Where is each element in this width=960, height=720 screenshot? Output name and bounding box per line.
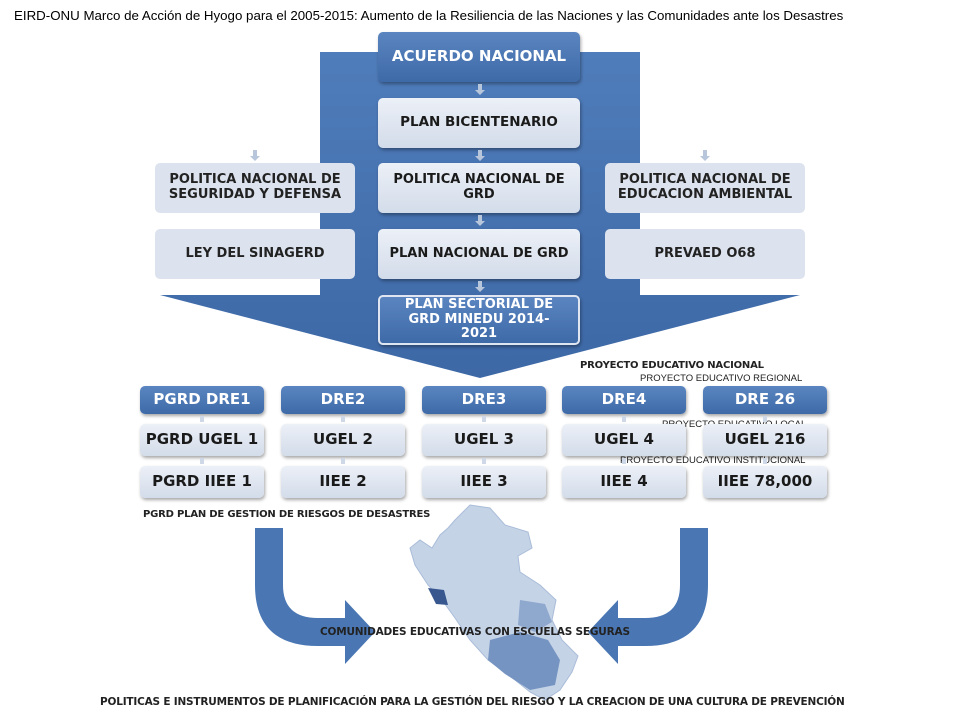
ugel-box-3: UGEL 3 bbox=[422, 424, 546, 456]
center-connector-arrows bbox=[476, 83, 484, 353]
page-title: EIRD-ONU Marco de Acción de Hyogo para e… bbox=[14, 8, 844, 23]
label-pgrd: PGRD PLAN DE GESTION DE RIESGOS DE DESAS… bbox=[143, 509, 431, 520]
iiee-box-1: PGRD IIEE 1 bbox=[140, 466, 264, 498]
peru-map bbox=[409, 504, 579, 701]
dre-box-5: DRE 26 bbox=[703, 386, 827, 414]
acuerdo-nacional-box: ACUERDO NACIONAL bbox=[378, 32, 580, 82]
iiee-box-5: IIEE 78,000 bbox=[703, 466, 827, 498]
ugel-box-4: UGEL 4 bbox=[562, 424, 686, 456]
footer-caption: POLITICAS E INSTRUMENTOS DE PLANIFICACIÓ… bbox=[100, 696, 845, 708]
label-proyecto-nacional: PROYECTO EDUCATIVO NACIONAL bbox=[580, 360, 764, 371]
iiee-box-3: IIEE 3 bbox=[422, 466, 546, 498]
plan-bicentenario-box: PLAN BICENTENARIO bbox=[378, 98, 580, 148]
dre-box-3: DRE3 bbox=[422, 386, 546, 414]
label-comunidades: COMUNIDADES EDUCATIVAS CON ESCUELAS SEGU… bbox=[320, 626, 630, 638]
iiee-box-4: IIEE 4 bbox=[562, 466, 686, 498]
plan-sectorial-box: PLAN SECTORIAL DE GRD MINEDU 2014-2021 bbox=[378, 295, 580, 345]
label-proyecto-regional: PROYECTO EDUCATIVO REGIONAL bbox=[640, 373, 803, 384]
left-curved-arrow bbox=[255, 528, 375, 664]
politica-ambiental-box: POLITICA NACIONAL DE EDUCACION AMBIENTAL bbox=[605, 163, 805, 213]
iiee-box-2: IIEE 2 bbox=[281, 466, 405, 498]
dre-box-1: PGRD DRE1 bbox=[140, 386, 264, 414]
plan-nacional-grd-box: PLAN NACIONAL DE GRD bbox=[378, 229, 580, 279]
ugel-box-1: PGRD UGEL 1 bbox=[140, 424, 264, 456]
ugel-box-2: UGEL 2 bbox=[281, 424, 405, 456]
dre-box-4: DRE4 bbox=[562, 386, 686, 414]
right-curved-arrow bbox=[588, 528, 708, 664]
prevaed-box: PREVAED O68 bbox=[605, 229, 805, 279]
politica-nacional-grd-box: POLITICA NACIONAL DE GRD bbox=[378, 163, 580, 213]
label-proyecto-institucional: PROYECTO EDUCATIVO INSTITUCIONAL bbox=[620, 455, 806, 466]
dre-box-2: DRE2 bbox=[281, 386, 405, 414]
ugel-box-5: UGEL 216 bbox=[703, 424, 827, 456]
ley-sinagerd-box: LEY DEL SINAGERD bbox=[155, 229, 355, 279]
politica-seguridad-box: POLITICA NACIONAL DE SEGURIDAD Y DEFENSA bbox=[155, 163, 355, 213]
